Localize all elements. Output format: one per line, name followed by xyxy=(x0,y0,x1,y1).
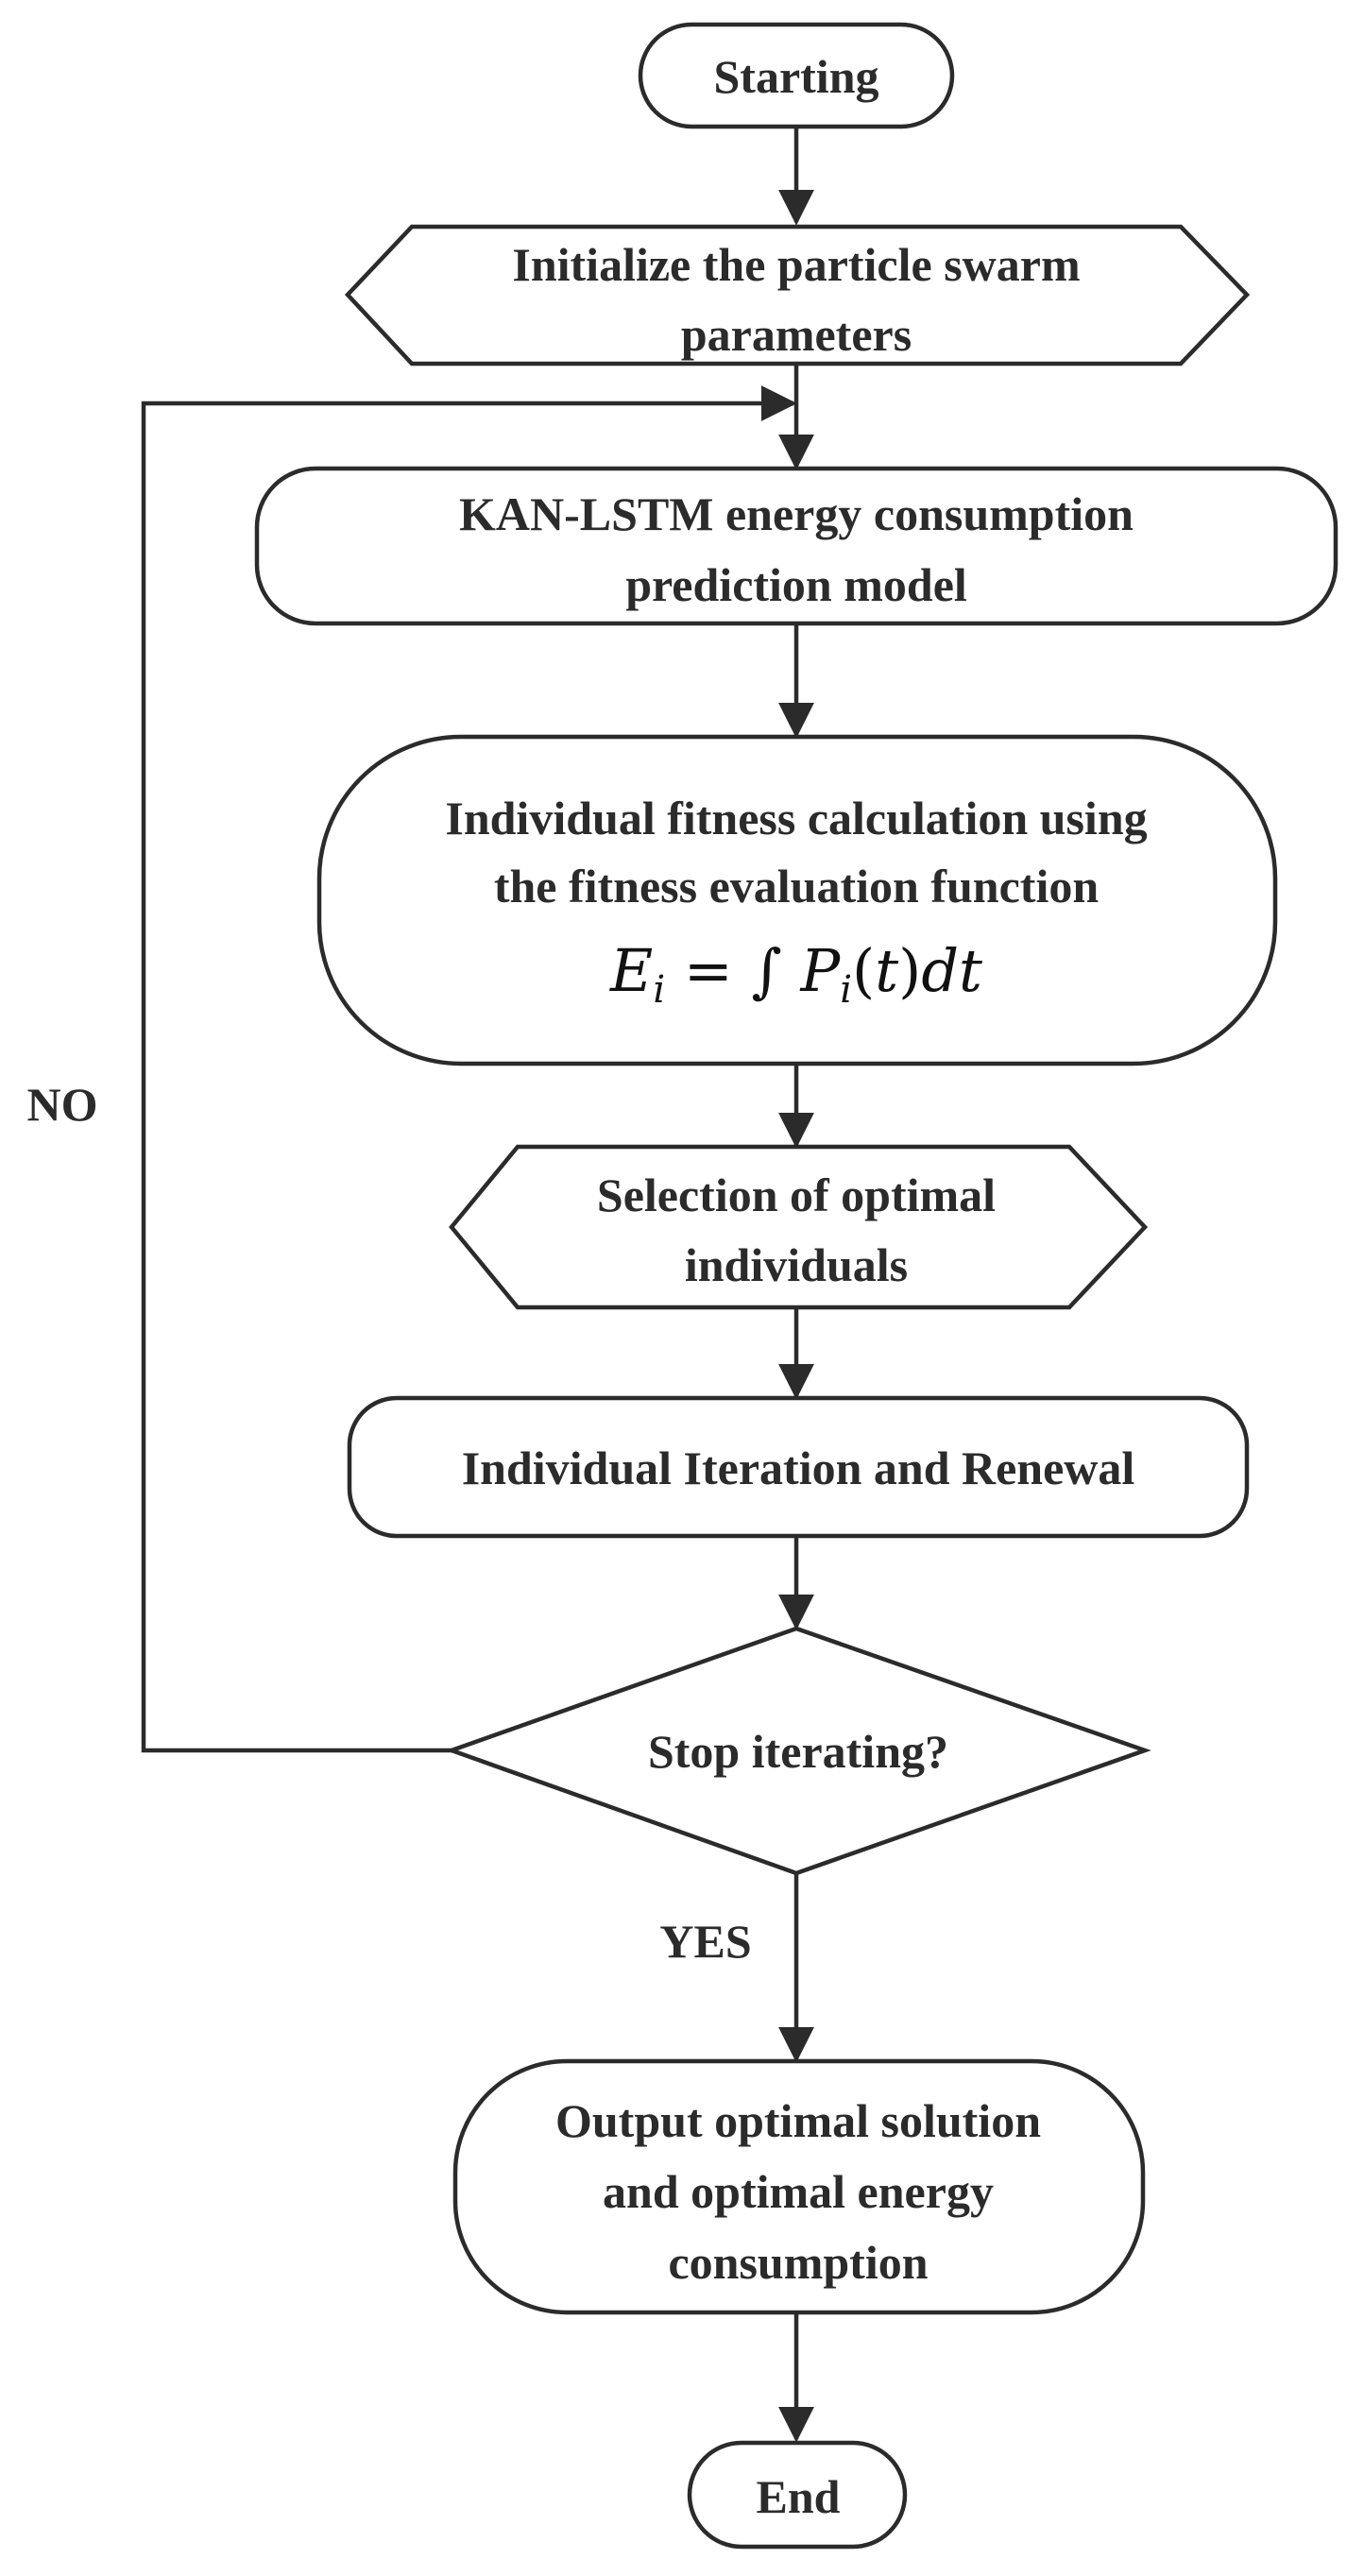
select-node: Selection of optimal individuals xyxy=(449,1144,1149,1310)
select-label-line-1: Selection of optimal xyxy=(597,1169,996,1221)
output-label-line-3: consumption xyxy=(668,2236,928,2289)
init-node: Initialize the particle swarm parameters xyxy=(344,224,1251,367)
start-node: Starting xyxy=(638,22,955,129)
fitness-node: Individual fitness calculation using the… xyxy=(316,734,1278,1066)
end-node: End xyxy=(687,2440,908,2550)
decision-node: Stop iterating? xyxy=(445,1626,1151,1876)
output-label-line-2: and optimal energy xyxy=(603,2165,994,2218)
iterate-node: Individual Iteration and Renewal xyxy=(347,1395,1250,1539)
decision-label: Stop iterating? xyxy=(648,1725,948,1778)
select-label-line-2: individuals xyxy=(685,1238,908,1291)
init-label-line-2: parameters xyxy=(681,308,912,361)
yes-edge-label: YES xyxy=(659,1915,751,1968)
fitness-label-line-2: the fitness evaluation function xyxy=(494,860,1100,913)
output-node: Output optimal solution and optimal ener… xyxy=(452,2058,1146,2315)
model-label-line-2: prediction model xyxy=(625,558,967,611)
arrow-no-loop xyxy=(141,385,797,1753)
fitness-formula: Ei = ∫ Pi(t)dt xyxy=(609,936,982,1012)
fitness-label-line-1: Individual fitness calculation using xyxy=(445,792,1147,844)
output-label-line-1: Output optimal solution xyxy=(555,2094,1041,2147)
iterate-label: Individual Iteration and Renewal xyxy=(462,1442,1135,1494)
init-label-line-1: Initialize the particle swarm xyxy=(512,238,1080,291)
start-label: Starting xyxy=(714,50,879,103)
no-edge-label: NO xyxy=(27,1078,98,1131)
connectors xyxy=(141,127,814,2443)
end-label: End xyxy=(757,2470,841,2523)
model-node: KAN-LSTM energy consumption prediction m… xyxy=(254,466,1338,626)
model-label-line-1: KAN-LSTM energy consumption xyxy=(459,487,1134,540)
